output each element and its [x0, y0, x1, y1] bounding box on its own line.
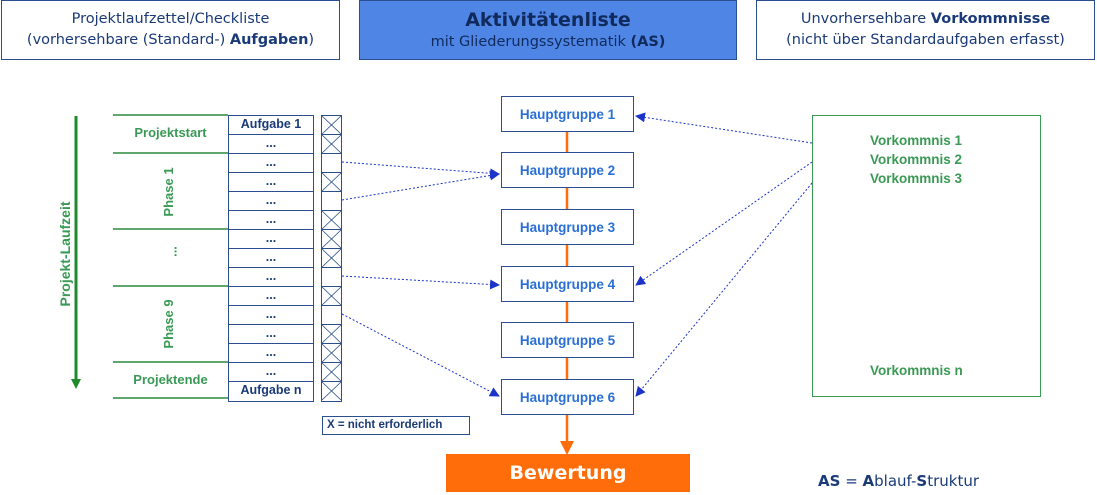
- as-note-a-rest: blauf-: [874, 472, 917, 490]
- incident-item: Vorkommnis 2: [870, 152, 963, 167]
- link-event-grp1: [635, 112, 813, 144]
- incidents-box: [812, 115, 1041, 397]
- header-checklist-line2-bold: Aufgaben: [229, 32, 309, 48]
- task-item: ...: [229, 363, 313, 382]
- not-required-cell: [321, 134, 342, 154]
- header-checklist: Projektlaufzettel/Checkliste (vorhersehb…: [1, 0, 340, 60]
- header-checklist-line1: Projektlaufzettel/Checkliste: [71, 11, 270, 27]
- task-item: ...: [229, 306, 313, 325]
- task-item: ...: [229, 230, 313, 249]
- main-group-4: Hauptgruppe 4: [501, 266, 634, 302]
- not-required-cell: [321, 286, 342, 306]
- link-task-grp2-b: [341, 170, 500, 201]
- header-activity-subtitle-pre: mit Gliederungssystematik: [430, 34, 631, 50]
- link-task-grp2-a: [341, 161, 500, 179]
- main-group-2: Hauptgruppe 2: [501, 152, 634, 188]
- header-incidents: Unvorhersehbare Vorkommnisse (nicht über…: [756, 0, 1095, 60]
- link-event-grp4: [635, 161, 813, 286]
- link-task-grp4: [341, 275, 500, 290]
- not-required-cell: [321, 229, 342, 249]
- task-item: ...: [229, 173, 313, 192]
- task-item: ...: [229, 211, 313, 230]
- header-activity-subtitle: mit Gliederungssystematik (AS): [431, 32, 666, 52]
- header-incidents-line1-bold: Vorkommnisse: [930, 11, 1051, 27]
- as-note-eq: =: [840, 472, 863, 490]
- task-item: Aufgabe 1: [229, 116, 313, 135]
- main-group-1: Hauptgruppe 1: [501, 96, 634, 132]
- task-item: ...: [229, 287, 313, 306]
- not-required-cell: [321, 115, 342, 135]
- link-task-grp6: [341, 313, 500, 397]
- incident-item: Vorkommnis n: [870, 363, 963, 378]
- header-checklist-line2-post: ): [308, 32, 315, 48]
- main-group-3: Hauptgruppe 3: [501, 209, 634, 245]
- not-required-cell: [321, 324, 342, 344]
- main-group-5: Hauptgruppe 5: [501, 322, 634, 358]
- phase-start-label: Projektstart: [134, 125, 207, 140]
- header-incidents-line1-pre: Unvorhersehbare: [800, 11, 931, 27]
- header-incidents-line1: Unvorhersehbare Vorkommnisse: [801, 9, 1050, 30]
- task-item: ...: [229, 344, 313, 363]
- incident-item: Vorkommnis 3: [870, 171, 963, 186]
- header-checklist-line2-pre: (vorhersehbare (Standard-): [26, 32, 230, 48]
- main-group-6: Hauptgruppe 6: [501, 379, 634, 415]
- task-item: ...: [229, 268, 313, 287]
- empty-cell: [322, 306, 341, 325]
- task-item: ...: [229, 135, 313, 154]
- not-required-cell: [321, 210, 342, 230]
- task-item: ...: [229, 249, 313, 268]
- not-required-legend: X = nicht erforderlich: [322, 416, 470, 435]
- not-required-cell: [321, 362, 342, 382]
- empty-cell: [322, 154, 341, 173]
- as-note-a: A: [862, 472, 875, 490]
- not-required-column: [321, 115, 342, 402]
- as-note-s-rest: truktur: [927, 472, 980, 490]
- task-list: Aufgabe 1 ... ... ... ... ... ... ... ..…: [228, 115, 314, 402]
- task-item: Aufgabe n: [240, 383, 302, 397]
- not-required-cell: [321, 172, 342, 192]
- as-abbreviation-note: AS = Ablauf-Struktur: [818, 472, 979, 490]
- phase-middle-label: ...: [164, 246, 180, 257]
- timeline-label: Projekt-Laufzeit: [57, 201, 73, 307]
- task-item: ...: [229, 154, 313, 173]
- header-activity-list: Aktivitätenliste mit Gliederungssystemat…: [359, 0, 737, 60]
- link-event-grp6: [635, 182, 813, 397]
- task-item: ...: [229, 325, 313, 344]
- phase-1-label: Phase 1: [161, 167, 176, 217]
- empty-cell: [322, 268, 341, 287]
- not-required-cell: [321, 381, 342, 401]
- header-activity-subtitle-bold: (AS): [630, 34, 666, 50]
- empty-cell: [322, 192, 341, 211]
- phase-9-label: Phase 9: [161, 299, 176, 349]
- not-required-cell: [321, 343, 342, 363]
- not-required-cell: [321, 248, 342, 268]
- incident-item: Vorkommnis 1: [870, 133, 963, 148]
- task-item: ...: [229, 192, 313, 211]
- header-activity-title: Aktivitätenliste: [465, 9, 631, 31]
- as-note-s: S: [916, 472, 928, 490]
- header-incidents-line2: (nicht über Standardaufgaben erfasst): [786, 32, 1065, 48]
- evaluation-box: Bewertung: [446, 454, 690, 492]
- header-checklist-line2: (vorhersehbare (Standard-) Aufgaben): [27, 30, 314, 51]
- phase-end-label: Projektende: [133, 372, 208, 387]
- as-note-abbr: AS: [818, 472, 841, 490]
